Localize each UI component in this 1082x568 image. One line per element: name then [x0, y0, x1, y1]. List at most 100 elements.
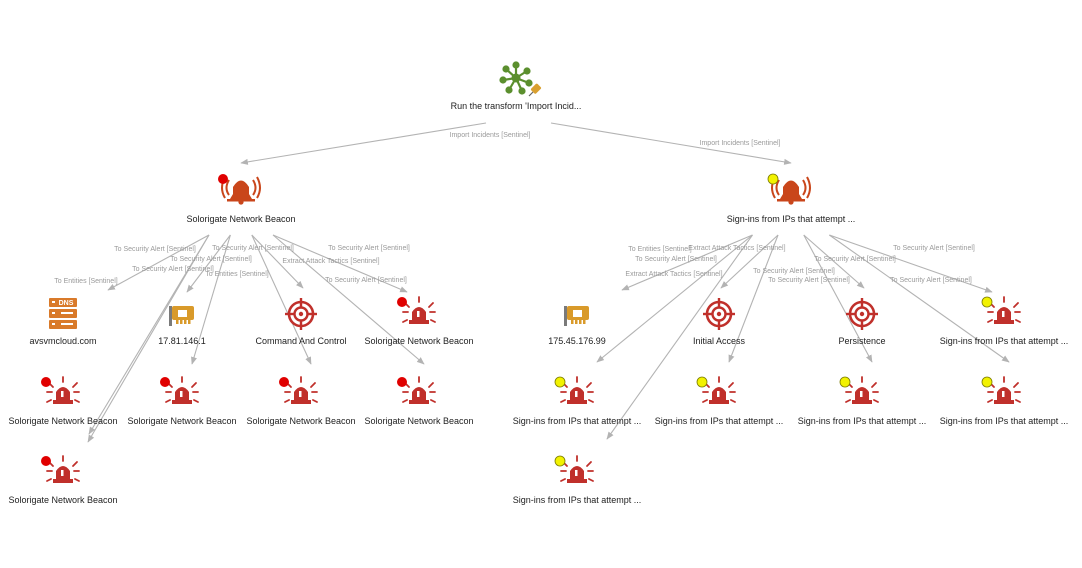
edge-inc2-ia[interactable] [720, 234, 779, 289]
network-card-icon [564, 306, 589, 326]
status-dot-red [41, 377, 51, 387]
edge-root-inc1[interactable] [240, 122, 487, 165]
node-label: Solorigate Network Beacon [8, 416, 117, 426]
node-label: 175.45.176.99 [548, 336, 606, 346]
edge-inc2-b4[interactable] [803, 234, 873, 363]
security-alert-node[interactable]: Sign-ins from IPs that attempt ... [940, 376, 1069, 426]
edge-inc1-ip1[interactable] [186, 234, 231, 293]
node-label: Sign-ins from IPs that attempt ... [940, 336, 1069, 346]
ip-entity-1[interactable]: 17.81.146.1 [158, 306, 206, 346]
edge-label: To Security Alert [Sentinel] [893, 245, 975, 252]
edge-inc2-b3[interactable] [728, 234, 779, 363]
node-label: Solorigate Network Beacon [127, 416, 236, 426]
edge-label: Import Incidents [Sentinel] [700, 140, 781, 147]
edge-label: To Security Alert [Sentinel] [890, 277, 972, 284]
edge-label: To Security Alert [Sentinel] [814, 256, 896, 263]
edge-label: Import Incidents [Sentinel] [450, 132, 531, 139]
edge-label: To Security Alert [Sentinel] [132, 266, 214, 273]
nodes-layer: Run the transform 'Import Incid... Solori… [8, 61, 1068, 505]
edge-inc1-dns[interactable] [107, 234, 210, 291]
siren-icon [46, 455, 80, 483]
edge-label: Extract Attack Tactics [Sentinel] [282, 258, 379, 265]
edge-label: To Security Alert [Sentinel] [635, 256, 717, 263]
edge-inc1-a3[interactable] [191, 234, 231, 365]
edge-label: To Security Alert [Sentinel] [768, 277, 850, 284]
siren-icon [987, 296, 1021, 324]
edge-inc1-a5[interactable] [272, 234, 425, 365]
edge-inc1-cc[interactable] [251, 234, 304, 289]
edge-label: To Security Alert [Sentinel] [212, 245, 294, 252]
node-label: Sign-ins from IPs that attempt ... [513, 495, 642, 505]
edge-label: To Security Alert [Sentinel] [170, 256, 252, 263]
node-label: Sign-ins from IPs that attempt ... [655, 416, 784, 426]
status-dot-red [41, 456, 51, 466]
node-label: Sign-ins from IPs that attempt ... [798, 416, 927, 426]
status-dot-yellow [554, 455, 566, 467]
status-dot-red [279, 377, 289, 387]
edge-inc2-b1[interactable] [829, 234, 993, 293]
edge-label: To Entities [Sentinel] [54, 278, 117, 285]
security-alert-node[interactable]: Sign-ins from IPs that attempt ... [513, 455, 642, 505]
siren-icon [165, 376, 199, 404]
security-alert-node[interactable]: Solorigate Network Beacon [246, 376, 356, 426]
edge-label: To Security Alert [Sentinel] [753, 268, 835, 275]
node-label: Sign-ins from IPs that attempt ... [727, 214, 856, 224]
edge-inc1-a1[interactable] [272, 234, 408, 293]
incident-sign-ins[interactable]: Sign-ins from IPs that attempt ... [727, 173, 856, 224]
status-dot-red [397, 377, 407, 387]
ip-entity-2[interactable]: 175.45.176.99 [548, 306, 606, 346]
edge-labels-layer: Import Incidents [Sentinel] Import Incide… [54, 132, 975, 285]
node-label: Initial Access [693, 336, 746, 346]
svg-text:DNS: DNS [59, 300, 74, 307]
edges-layer [87, 122, 1010, 443]
pin-icon [528, 83, 542, 97]
edge-inc2-b5[interactable] [829, 234, 1010, 363]
node-label: Sign-ins from IPs that attempt ... [940, 416, 1069, 426]
status-dot-yellow [696, 376, 708, 388]
edge-root-inc2[interactable] [550, 122, 792, 165]
security-alert-node[interactable]: Sign-ins from IPs that attempt ... [940, 296, 1069, 346]
security-alert-node[interactable]: Solorigate Network Beacon [364, 376, 474, 426]
edge-label: To Security Alert [Sentinel] [325, 277, 407, 284]
security-alert-node[interactable]: Sign-ins from IPs that attempt ... [513, 376, 642, 426]
node-label: Solorigate Network Beacon [364, 336, 473, 346]
edge-label: To Security Alert [Sentinel] [114, 246, 196, 253]
siren-icon [402, 376, 436, 404]
edge-inc2-per[interactable] [803, 234, 865, 289]
node-label: Run the transform 'Import Incid... [451, 101, 582, 111]
security-alert-node[interactable]: Solorigate Network Beacon [8, 376, 118, 426]
incident-solorigate[interactable]: Solorigate Network Beacon [186, 174, 296, 224]
security-alert-node[interactable]: Sign-ins from IPs that attempt ... [655, 376, 784, 426]
security-alert-node[interactable]: Sign-ins from IPs that attempt ... [798, 376, 927, 426]
node-label: avsvmcloud.com [29, 336, 96, 346]
edge-inc2-ip2[interactable] [621, 234, 753, 291]
node-label: Persistence [838, 336, 885, 346]
tactic-initial-access[interactable]: Initial Access [693, 298, 746, 346]
security-alert-node[interactable]: Solorigate Network Beacon [364, 296, 474, 346]
node-label: Sign-ins from IPs that attempt ... [513, 416, 642, 426]
siren-icon [46, 376, 80, 404]
security-alert-node[interactable]: Solorigate Network Beacon [8, 455, 118, 505]
edge-inc2-b6[interactable] [606, 234, 753, 440]
dns-entity[interactable]: DNS avsvmcloud.com [29, 298, 97, 346]
node-label: Solorigate Network Beacon [186, 214, 295, 224]
edge-inc2-b2[interactable] [596, 234, 753, 363]
siren-icon [560, 376, 594, 404]
siren-icon [702, 376, 736, 404]
tactic-persistence[interactable]: Persistence [838, 298, 886, 346]
network-card-icon [169, 306, 194, 326]
transform-node[interactable]: Run the transform 'Import Incid... [451, 61, 582, 111]
target-icon [846, 298, 878, 330]
status-dot-yellow [839, 376, 851, 388]
status-dot-yellow [981, 376, 993, 388]
edge-inc1-a4[interactable] [251, 234, 312, 365]
node-label: Command And Control [255, 336, 346, 346]
tactic-command-and-control[interactable]: Command And Control [255, 298, 347, 346]
edge-label: Extract Attack Tactics [Sentinel] [625, 271, 722, 278]
edge-label: Extract Attack Tactics [Sentinel] [688, 245, 785, 252]
status-dot-red [397, 297, 407, 307]
security-alert-node[interactable]: Solorigate Network Beacon [127, 376, 237, 426]
alert-bell-icon [221, 176, 261, 205]
edge-inc1-a6[interactable] [87, 234, 210, 443]
